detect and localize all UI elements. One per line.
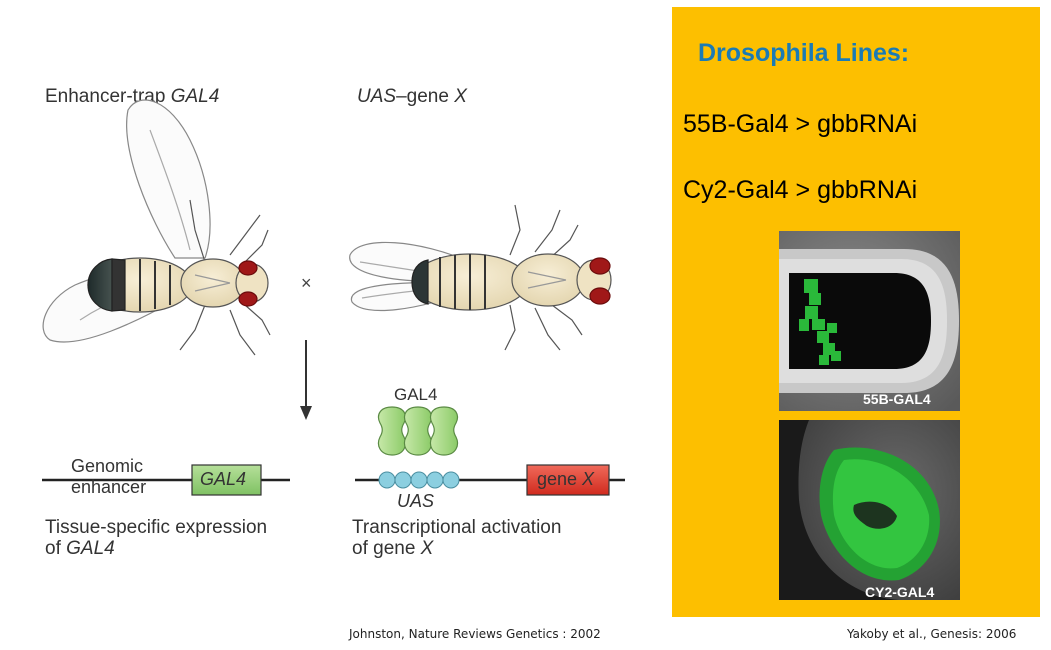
enhancer-trap-label: Enhancer-trap GAL4 [45, 86, 220, 107]
image-cy2-gal4: CY2-GAL4 [779, 420, 960, 600]
image-cy2-gal4-label: CY2-GAL4 [865, 584, 934, 600]
gal4-protein-label: GAL4 [394, 385, 438, 404]
cross-symbol: × [301, 273, 312, 293]
down-arrow-icon [300, 340, 312, 420]
uas-beads [378, 471, 460, 489]
panel-title: Drosophila Lines: [698, 39, 910, 67]
gal4-protein-icon [377, 406, 459, 456]
gal4-construct [42, 464, 290, 496]
tissue-expression-caption: Tissue-specific expression of GAL4 [45, 517, 268, 559]
transcriptional-activation-caption: Transcriptional activation of gene X [352, 517, 562, 559]
image-55b-gal4-label: 55B-GAL4 [863, 391, 931, 407]
citation-johnston: Johnston, Nature Reviews Genetics : 2002 [349, 627, 601, 641]
line-55b-gal4: 55B-Gal4 > gbbRNAi [683, 110, 918, 138]
image-55b-gal4: 55B-GAL4 [779, 231, 960, 411]
drosophila-lines-panel: Drosophila Lines: 55B-Gal4 > gbbRNAi Cy2… [672, 7, 1040, 617]
uas-site-label: UAS [397, 491, 435, 511]
line-cy2-gal4: Cy2-Gal4 > gbbRNAi [683, 176, 918, 204]
uas-gene-x-label: UAS–gene X [357, 86, 467, 107]
uas-genex-construct [355, 464, 625, 496]
enhancer-trap-fly [42, 99, 271, 356]
uas-fly [349, 204, 612, 351]
gal4-box-label: GAL4 [200, 469, 247, 489]
genex-box-label: gene X [537, 469, 595, 489]
genomic-enhancer-label: Genomic enhancer [71, 456, 147, 497]
fly-cross-illustration: × [42, 99, 625, 496]
citation-yakoby: Yakoby et al., Genesis: 2006 [847, 627, 1017, 641]
